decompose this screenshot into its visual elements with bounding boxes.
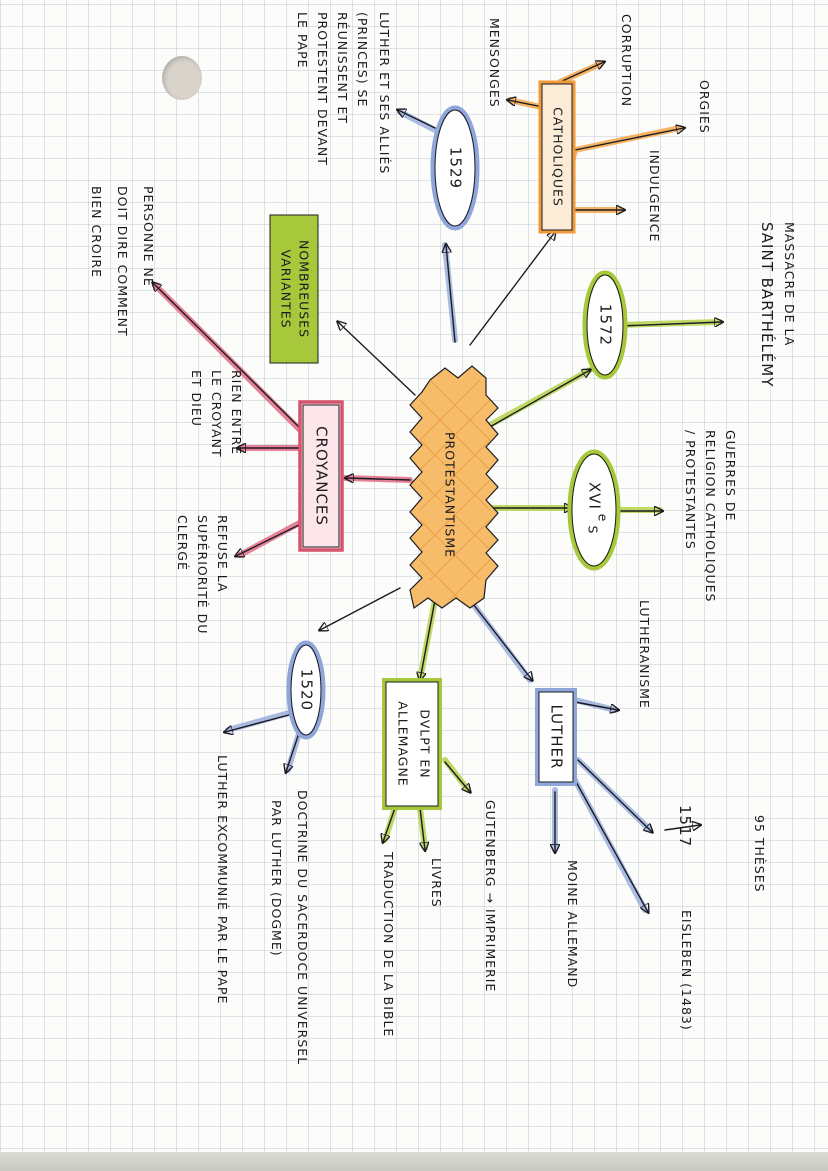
siecle-node: XVI e S — [567, 449, 621, 571]
date-1517-text: 1517 — [676, 805, 694, 847]
refuse-line2: SUPÉRIORITÉ DU — [195, 515, 210, 634]
personne-line3: BIEN CROIRE — [89, 186, 104, 278]
eisleben-text: EISLEBEN (1483) — [679, 910, 694, 1031]
lutheranisme-text: LUTHERANISME — [637, 600, 652, 709]
date-1529-node: 1529 — [430, 105, 480, 231]
gutenberg-text: GUTENBERG → IMPRIMERIE — [483, 800, 498, 992]
traduction-text: TRADUCTION DE LA BIBLE — [381, 851, 396, 1037]
center-label: PROTESTANTISME — [443, 432, 458, 558]
croyances-label: CROYANCES — [313, 426, 331, 526]
developpement-line1: DVLPT EN — [418, 709, 433, 778]
variantes-node: NOMBREUSES VARIANTES — [269, 214, 319, 364]
developpement-node: DVLPT EN ALLEMAGNE — [382, 678, 442, 810]
catholiques-label: CATHOLIQUES — [551, 107, 566, 207]
center-node: PROTESTANTISME — [409, 365, 499, 610]
corruption-text: CORRUPTION — [619, 14, 634, 107]
date-1572-node: 1572 — [582, 270, 628, 380]
guerres-line1: GUERRES DE — [723, 430, 738, 521]
date-1572-label: 1572 — [597, 304, 615, 346]
date-1529-label: 1529 — [447, 147, 465, 189]
livres-text: LIVRES — [429, 858, 444, 908]
variantes-line1: NOMBREUSES — [297, 240, 312, 338]
luther-allies-line2: (PRINCES) SE — [355, 12, 370, 107]
date-1520-node: 1520 — [286, 640, 326, 740]
luther-allies-line5: LE PAPE — [295, 12, 310, 69]
guerres-line2: RELIGION CATHOLIQUES — [703, 430, 718, 602]
punch-hole — [162, 56, 202, 100]
rien-line2: LE CROYANT — [209, 370, 224, 458]
orgies-text: ORGIES — [697, 80, 712, 134]
moine-text: MOINE ALLEMAND — [565, 860, 580, 988]
date-1520-label: 1520 — [298, 669, 316, 711]
refuse-line1: REFUSE LA — [215, 515, 230, 593]
massacre-line2: SAINT BARTHÉLÉMY — [758, 222, 777, 387]
doctrine-line1: DOCTRINE DU SACERDOCE UNIVERSEL — [295, 790, 310, 1065]
siecle-label: XVI — [586, 482, 604, 510]
massacre-line1: MASSACRE DE LA — [782, 222, 797, 346]
mensonges-text: MENSONGES — [487, 18, 502, 108]
personne-line1: PERSONNE NE — [141, 186, 156, 287]
luther-allies-line4: PROTESTENT DEVANT — [315, 12, 330, 166]
indulgence-text: INDULGENCE — [647, 150, 662, 242]
guerres-line3: / PROTESTANTES — [683, 430, 698, 550]
refuse-line3: CLERGÉ — [175, 515, 190, 571]
luther-allies-line1: LUTHER ET SES ALLIÉS — [377, 12, 392, 174]
siecle-suffix: S — [586, 526, 601, 535]
developpement-line2: ALLEMAGNE — [396, 701, 411, 786]
paper-bottom-edge — [0, 1152, 828, 1171]
croyances-node: CROYANCES — [298, 400, 344, 552]
excommunie-text: LUTHER EXCOMMUNIÉ PAR LE PAPE — [215, 755, 230, 1004]
catholiques-node: CATHOLIQUES — [538, 80, 576, 234]
theses-text: 95 THÈSES — [752, 815, 767, 893]
luther-node: LUTHER — [535, 688, 577, 786]
rien-line1: RIEN ENTRE — [229, 370, 244, 455]
leaf-texts: ORGIES INDULGENCE CORRUPTION MENSONGES M… — [89, 12, 797, 1065]
personne-line2: DOIT DIRE COMMENT — [115, 186, 130, 337]
variantes-line2: VARIANTES — [279, 249, 294, 328]
siecle-superscript: e — [596, 514, 611, 523]
luther-label: LUTHER — [548, 705, 566, 770]
doctrine-line2: PAR LUTHER (DOGME) — [269, 800, 284, 957]
luther-allies-line3: RÉUNISSENT ET — [335, 12, 350, 124]
rien-line3: ET DIEU — [189, 370, 204, 427]
